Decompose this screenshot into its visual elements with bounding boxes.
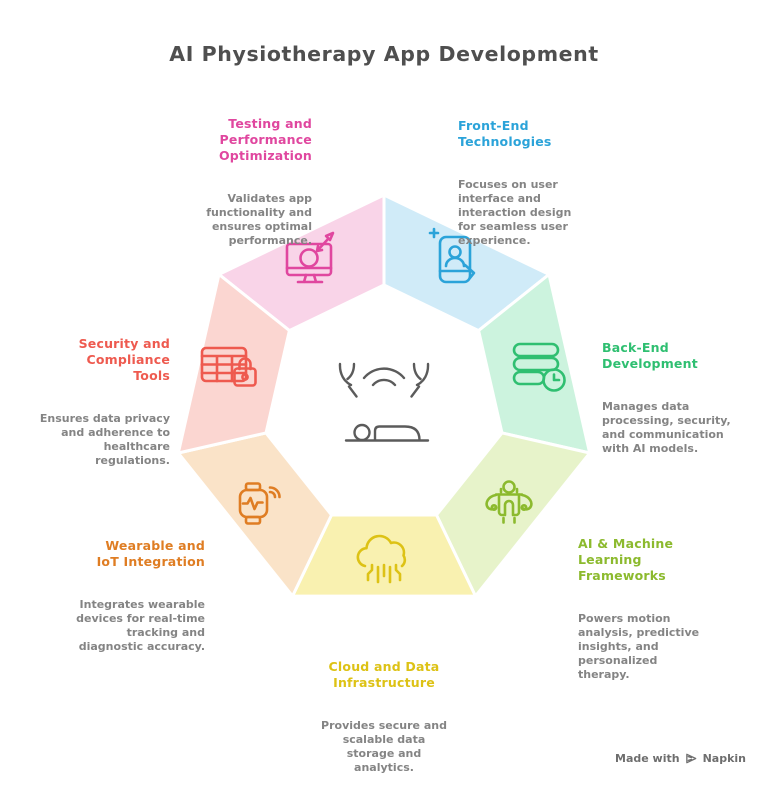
wifi-dot: [381, 389, 386, 394]
segment-label-block-ai-ml: AI & Machine Learning Frameworks Powers …: [578, 517, 699, 701]
segment-label-block-testing: Testing and Performance Optimization Val…: [206, 97, 312, 267]
dart-shaft: [315, 237, 330, 253]
server-row: [512, 356, 560, 372]
smartwatch-signal-icon: [238, 482, 281, 525]
physiotherapy-hands-patient-icon: [338, 362, 430, 442]
phone-frame: [438, 235, 472, 284]
lock-keyhole: [241, 373, 249, 381]
lock-body: [233, 367, 257, 387]
segment-description: Powers motion analysis, predictive insig…: [578, 612, 700, 681]
sparkle-glyph: [428, 227, 440, 239]
watch-face: [238, 488, 269, 519]
dart-fletching: [324, 231, 335, 242]
server-clock-icon: [512, 342, 566, 392]
segment-heading: Testing and Performance Optimization: [218, 116, 312, 163]
server-row: [512, 342, 560, 358]
segment-description: Manages data processing, security, and c…: [602, 400, 731, 455]
user-shoulders: [444, 256, 466, 268]
figure-shoulders: [494, 487, 524, 496]
figure-head: [502, 480, 516, 494]
figure-hand: [490, 503, 498, 512]
patient-body: [373, 425, 421, 442]
pointing-finger: [463, 263, 476, 280]
cloud-outline: [356, 534, 407, 568]
left-hand: [338, 362, 358, 398]
wifi-arcs: [362, 367, 406, 387]
segment-description: Validates app functionality and ensures …: [206, 192, 312, 247]
segment-heading: Wearable and IoT Integration: [96, 538, 205, 569]
attribution-text: Made with: [615, 752, 680, 765]
segment-heading: Back-End Development: [602, 340, 698, 371]
cloud-circuit-icon: [356, 534, 407, 584]
clock-face: [542, 368, 566, 392]
lock-shackle: [238, 357, 252, 371]
page-title: AI Physiotherapy App Development: [169, 42, 599, 66]
figure-hand: [520, 503, 528, 512]
body-motion-icon: [485, 480, 533, 524]
segment-label-block-front-end: Front-End Technologies Focuses on user i…: [458, 99, 571, 267]
segment-heading: Front-End Technologies: [458, 118, 552, 149]
segment-label-block-back-end: Back-End Development Manages data proces…: [602, 321, 731, 475]
segment-label-block-security: Security and Compliance Tools Ensures da…: [40, 317, 170, 487]
segment-heading: Security and Compliance Tools: [78, 336, 170, 383]
table-lock-icon: [200, 346, 257, 387]
segment-label-block-wearable: Wearable and IoT Integration Integrates …: [76, 519, 205, 673]
figure-torso-legs: [497, 493, 521, 517]
napkin-logo-icon: [685, 753, 696, 764]
monitor-stand: [296, 273, 324, 284]
segment-description: Provides secure and scalable data storag…: [321, 719, 447, 774]
monitor-target-icon: [285, 231, 335, 284]
wifi-arcs: [268, 486, 281, 499]
table-grid-lines: [200, 354, 248, 383]
segment-label-block-cloud: Cloud and Data Infrastructure Provides s…: [306, 640, 462, 794]
segment-heading: AI & Machine Learning Frameworks: [578, 536, 674, 583]
segment-description: Focuses on user interface and interactio…: [458, 178, 572, 247]
target-ring: [299, 248, 319, 268]
segment-description: Ensures data privacy and adherence to he…: [39, 412, 170, 467]
figure-motion-dashes: [502, 516, 516, 524]
patient-head: [353, 423, 371, 442]
segment-description: Integrates wearable devices for real-tim…: [76, 598, 205, 653]
circuit-lines: [366, 563, 402, 584]
clock-hands: [552, 373, 561, 382]
attribution-brand: Napkin: [702, 752, 746, 765]
pulse-line: [241, 496, 264, 511]
napkin-attribution[interactable]: Made with Napkin: [615, 752, 746, 765]
segment-heading: Cloud and Data Infrastructure: [328, 659, 440, 690]
monitor-frame: [285, 242, 333, 277]
right-hand: [410, 362, 430, 398]
smartphone-user-icon: [428, 227, 476, 284]
